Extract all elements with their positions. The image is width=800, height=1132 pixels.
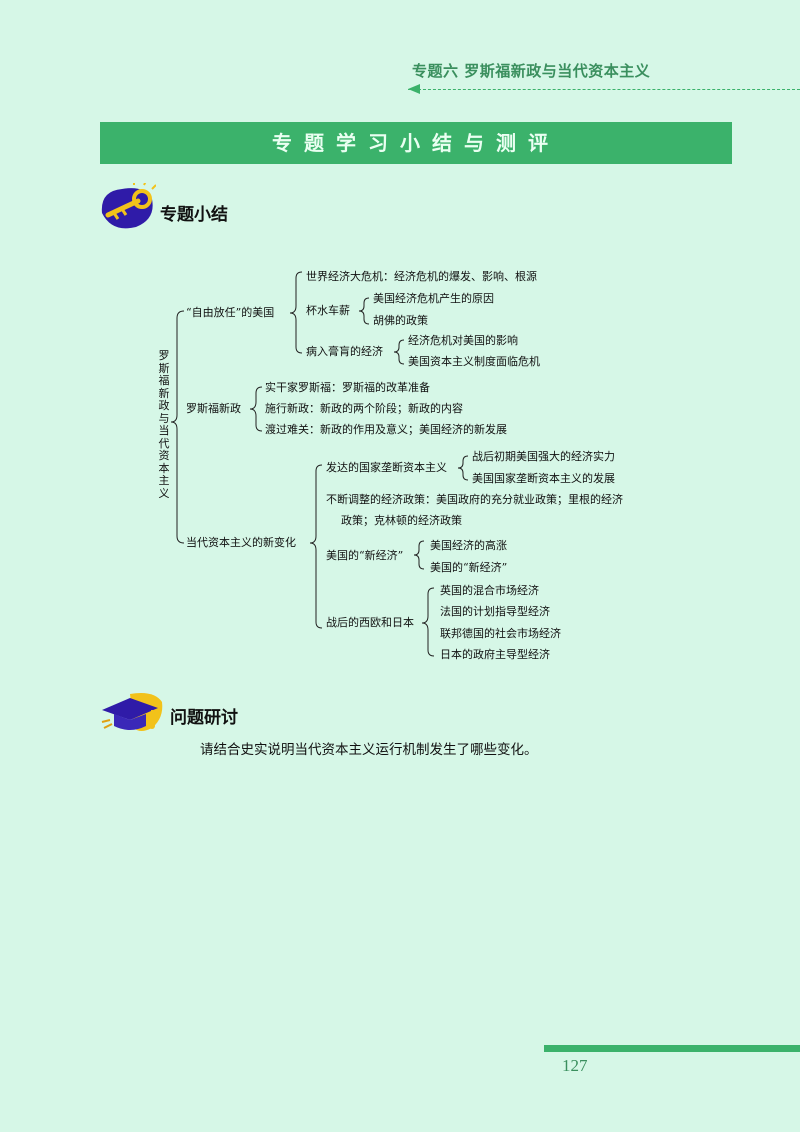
node-economic-policy-line2: 政策；克林顿的经济政策 (341, 514, 462, 527)
banner-title: 专题学习小结与测评 (272, 131, 560, 155)
header-divider (408, 89, 800, 90)
summary-banner: 专题学习小结与测评 (100, 122, 732, 164)
node-overcome-difficulties: 渡过难关：新政的作用及意义；美国经济的新发展 (265, 423, 507, 436)
discussion-question: 请结合史实说明当代资本主义运行机制发生了哪些变化。 (200, 742, 538, 758)
node-state-monopoly-capitalism: 发达的国家垄断资本主义 (326, 461, 447, 474)
branch-contemporary-capitalism-label: 当代资本主义的新变化 (186, 536, 296, 549)
node-roosevelt-prep: 实干家罗斯福：罗斯福的改革准备 (265, 381, 430, 394)
key-icon (101, 183, 156, 229)
leaf-crisis-causes: 美国经济危机产生的原因 (373, 292, 494, 305)
leaf-monopoly-development: 美国国家垄断资本主义的发展 (472, 472, 615, 485)
leaf-system-crisis: 美国资本主义制度面临危机 (408, 355, 540, 368)
node-us-new-economy: 美国的“新经济” (326, 549, 404, 562)
node-terminal-economy: 病入膏肓的经济 (306, 345, 383, 358)
branch-laissez-faire-label: “自由放任”的美国 (186, 306, 275, 319)
node-drop-in-bucket: 杯水车薪 (306, 304, 350, 317)
page-number: 127 (562, 1056, 588, 1075)
leaf-germany-social-market: 联邦德国的社会市场经济 (440, 627, 561, 640)
leaf-france-planned-economy: 法国的计划指导型经济 (440, 605, 550, 618)
leaf-postwar-us-strength: 战后初期美国强大的经济实力 (472, 450, 615, 463)
leaf-hoover-policy: 胡佛的政策 (373, 314, 428, 327)
node-implement-new-deal: 施行新政：新政的两个阶段；新政的内容 (265, 402, 463, 415)
chapter-title: 专题六 罗斯福新政与当代资本主义 (412, 62, 651, 80)
node-great-depression: 世界经济大危机：经济危机的爆发、影响、根源 (306, 270, 537, 283)
leaf-japan-government-led: 日本的政府主导型经济 (440, 648, 550, 661)
graduation-cap-icon (101, 693, 163, 731)
leaf-crisis-impact: 经济危机对美国的影响 (408, 334, 518, 347)
node-economic-policy-line1: 不断调整的经济政策：美国政府的充分就业政策；里根的经济 (326, 493, 623, 506)
footer-bar (544, 1045, 800, 1052)
leaf-uk-mixed-economy: 英国的混合市场经济 (440, 584, 539, 597)
leaf-us-economic-boom: 美国经济的高涨 (430, 539, 507, 552)
node-western-europe-japan: 战后的西欧和日本 (326, 616, 414, 629)
discussion-heading: 问题研讨 (170, 708, 238, 728)
summary-root-label: 罗斯福新政与当代资本主义 (158, 349, 170, 500)
branch-new-deal-label: 罗斯福新政 (186, 402, 241, 415)
summary-heading: 专题小结 (160, 205, 228, 225)
leaf-us-new-economy: 美国的“新经济” (430, 561, 508, 574)
